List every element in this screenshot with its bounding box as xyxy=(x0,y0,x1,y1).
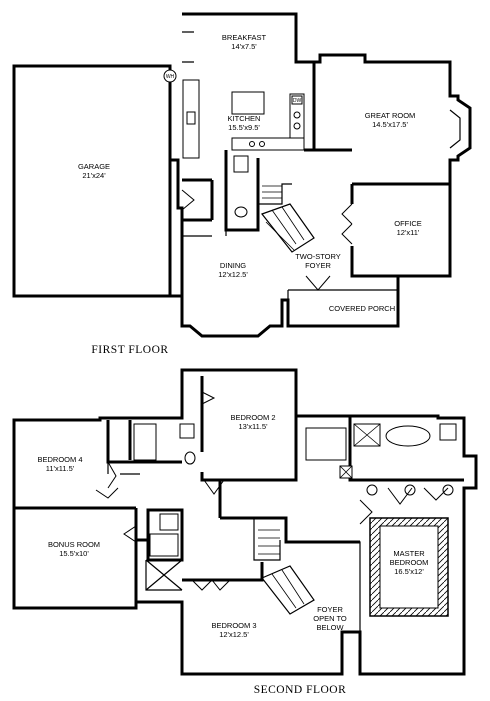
office-label: OFFICE xyxy=(394,219,422,228)
bedroom2-size: 13'x11.5' xyxy=(239,422,269,431)
dishwasher-label: DW xyxy=(293,98,302,104)
bedroom4-label: BEDROOM 4 xyxy=(37,455,82,464)
breakfast-size: 14'x7.5' xyxy=(231,42,257,51)
kitchen-size: 15.5'x9.5' xyxy=(228,123,260,132)
second-floor-plan: BEDROOM 2 13'x11.5' BEDROOM 4 11'x11.5' … xyxy=(12,368,478,696)
great-room-size: 14.5'x17.5' xyxy=(372,120,408,129)
office-size: 12'x11' xyxy=(397,228,420,237)
foyer-open-line3: BELOW xyxy=(316,623,344,632)
bedroom2-label: BEDROOM 2 xyxy=(230,413,275,422)
first-floor-plan: WH DW BREAKFAST 14'x7.5' KITCHEN 15.5'x9… xyxy=(12,12,472,356)
dining-label: DINING xyxy=(220,261,246,270)
garage-label: GARAGE xyxy=(78,162,110,171)
foyer-open-line1: FOYER xyxy=(317,605,343,614)
bedroom3-size: 12'x12.5' xyxy=(219,630,249,639)
master-label-1: MASTER xyxy=(393,549,425,558)
second-floor-title: SECOND FLOOR xyxy=(254,684,347,696)
kitchen-label: KITCHEN xyxy=(228,114,261,123)
foyer-size: FOYER xyxy=(305,261,331,270)
bonus-room-size: 15.5'x10' xyxy=(59,549,89,558)
kitchen-island xyxy=(231,91,265,115)
bedroom3-label: BEDROOM 3 xyxy=(211,621,256,630)
bonus-room-label: BONUS ROOM xyxy=(48,540,100,549)
garage-size: 21'x24' xyxy=(82,171,106,180)
great-room-label: GREAT ROOM xyxy=(365,111,416,120)
master-label-2: BEDROOM xyxy=(390,558,429,567)
first-floor-title: FIRST FLOOR xyxy=(91,344,168,356)
porch-label: COVERED PORCH xyxy=(329,304,395,313)
foyer-label: TWO-STORY xyxy=(295,252,341,261)
water-heater-label: WH xyxy=(166,74,175,80)
master-size: 16.5'x12' xyxy=(394,567,424,576)
bedroom4-size: 11'x11.5' xyxy=(46,464,75,473)
breakfast-label: BREAKFAST xyxy=(222,33,267,42)
foyer-open-line2: OPEN TO xyxy=(313,614,347,623)
dining-size: 12'x12.5' xyxy=(218,270,248,279)
first-floor-outer-wall xyxy=(12,12,472,338)
